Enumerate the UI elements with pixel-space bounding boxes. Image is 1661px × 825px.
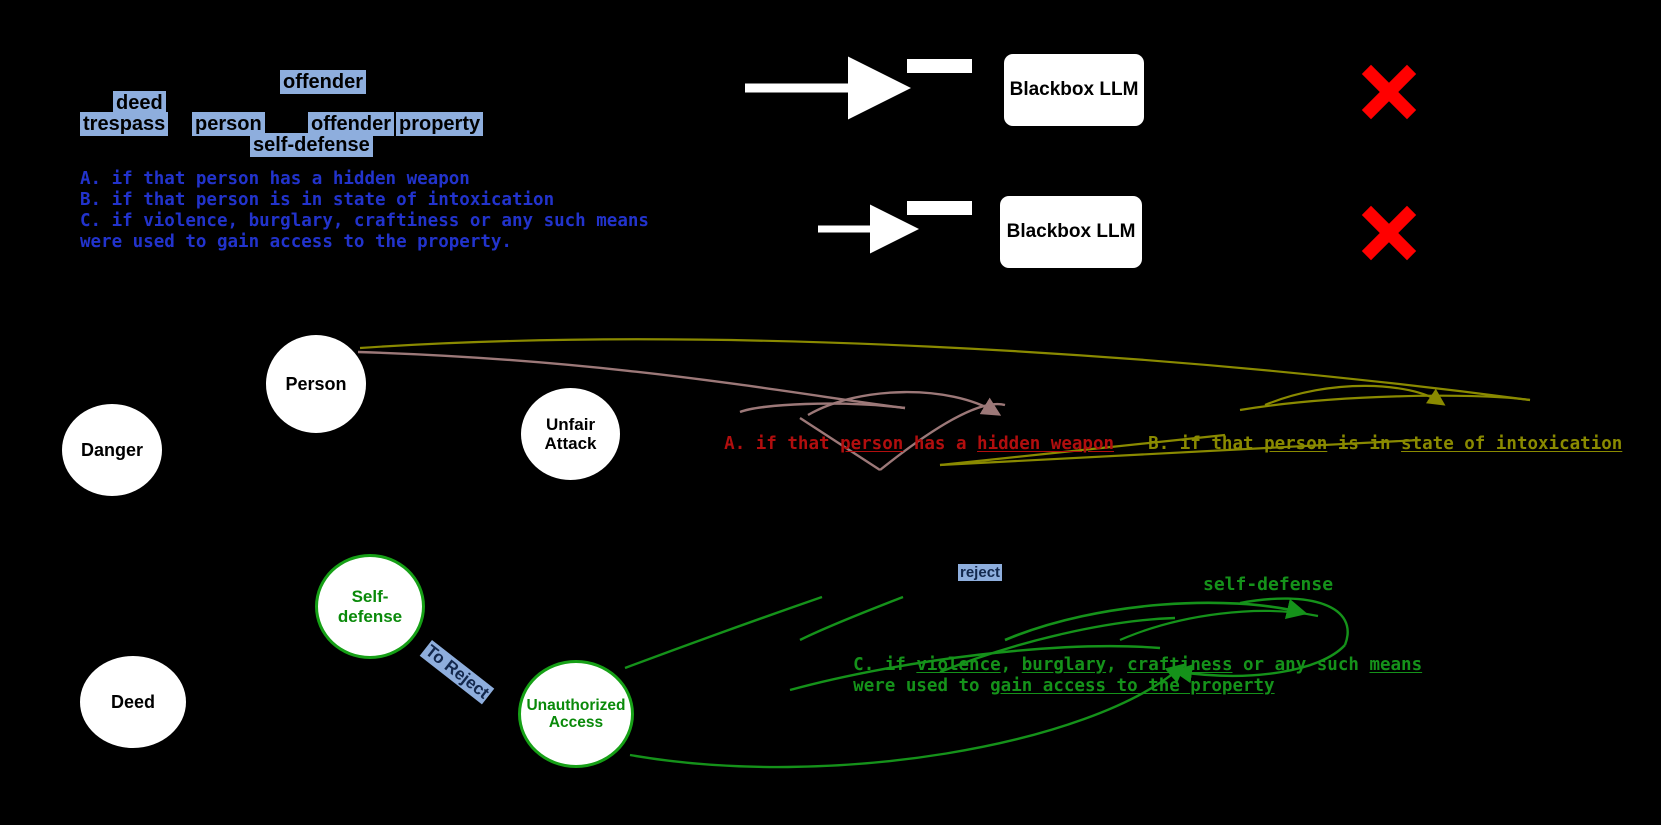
label-to-reject: To Reject [419, 640, 495, 705]
plain-text-4: , [1106, 655, 1128, 675]
plain-text-2: is in [1327, 434, 1402, 454]
node-person-label: Person [285, 373, 347, 394]
underlined-term-7: means [1369, 655, 1423, 675]
node-unfair-attack[interactable]: Unfair Attack [521, 388, 620, 480]
graph-line-c: C. if violence, burglary, craftiness or … [811, 634, 1422, 697]
node-unauthorized-access[interactable]: Unauthorized Access [518, 660, 634, 768]
graph-line-b: B. if that person is in state of intoxic… [1106, 413, 1622, 476]
underlined-term-1: violence [916, 655, 1001, 675]
label-self-defense: self-defense [1203, 574, 1334, 595]
chip-offender-top: offender [280, 70, 366, 94]
underlined-term-1: person [840, 434, 904, 454]
edge-b-arc-1 [1239, 394, 1531, 412]
underlined-term-3: hidden weapon [977, 434, 1115, 454]
chip-person: person [192, 112, 265, 136]
chip-property: property [396, 112, 484, 136]
edge-yellow-arc-to-intoxication [1264, 384, 1446, 407]
plain-text-0: A. if that [724, 434, 841, 454]
plain-text-2: , [1000, 655, 1022, 675]
plain-text-6: or any such [1232, 655, 1370, 675]
red-cross-icon-1 [1361, 64, 1417, 120]
plain-text-0: C. if [853, 655, 917, 675]
edge-red-arc-to-hidden-weapon [807, 390, 1002, 417]
node-self-defense-label: Self- defense [337, 587, 403, 626]
underlined-term-3: burglary [1021, 655, 1107, 675]
chip-self-defense: self-defense [250, 133, 373, 157]
blackbox-llm-2-label: Blackbox LLM [1006, 221, 1136, 242]
label-reject: reject [958, 564, 1003, 581]
edge-person-to-a [357, 350, 906, 410]
node-danger[interactable]: Danger [62, 404, 162, 496]
underlined-term-5: craftiness [1127, 655, 1233, 675]
graph-line-c-cont: were used to gain access to the property [811, 655, 1275, 718]
chip-trespass: trespass [80, 112, 169, 136]
node-self-defense[interactable]: Self- defense [315, 554, 425, 659]
node-deed-label: Deed [110, 691, 155, 712]
chip-deed: deed [113, 91, 166, 115]
blackbox-llm-1-label: Blackbox LLM [1009, 79, 1139, 100]
graph-line-a: A. if that person has a hidden weapon [682, 413, 1114, 476]
node-deed[interactable]: Deed [80, 656, 186, 748]
node-unauthorized-access-label: Unauthorized Access [526, 696, 626, 731]
plain-text-0: B. if that [1148, 434, 1265, 454]
blackbox-llm-1[interactable]: Blackbox LLM [1004, 54, 1144, 126]
underlined-term-1: person [1264, 434, 1328, 454]
edge-person-to-b-person [359, 338, 1531, 402]
underlined-term-3: state of intoxication [1401, 434, 1623, 454]
plain-text-2: has a [903, 434, 978, 454]
edge-unauth-to-c-1 [624, 595, 823, 670]
prompt-bar-1 [907, 59, 972, 73]
chip-offender-bottom: offender [308, 112, 394, 136]
option-line-c: C. if violence, burglary, craftiness or … [80, 211, 649, 231]
node-unfair-attack-label: Unfair Attack [544, 414, 597, 453]
blackbox-llm-2[interactable]: Blackbox LLM [1000, 196, 1142, 268]
edge-a-hook [739, 402, 906, 414]
option-line-b: B. if that person is in state of intoxic… [80, 190, 555, 210]
underlined-term-1: gain access to the property [990, 676, 1275, 696]
prompt-bar-2 [907, 201, 972, 215]
node-person[interactable]: Person [266, 335, 366, 433]
node-danger-label: Danger [80, 439, 143, 460]
red-cross-icon-2 [1361, 205, 1417, 261]
option-line-a: A. if that person has a hidden weapon [80, 169, 470, 189]
option-line-c-cont: were used to gain access to the property… [80, 232, 512, 252]
plain-text-0: were used to [853, 676, 991, 696]
